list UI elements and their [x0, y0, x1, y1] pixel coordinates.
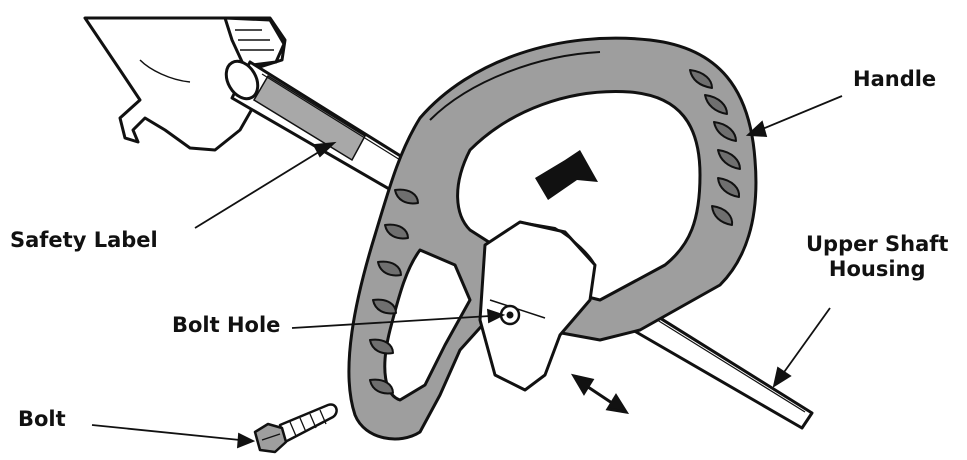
- label-upper-shaft-line1: Upper Shaft: [806, 232, 949, 256]
- leader-safety-label: [194, 149, 323, 229]
- label-upper-shaft-line2: Housing: [828, 256, 926, 281]
- safety-label-band: [252, 74, 366, 162]
- leader-handle: [759, 95, 843, 131]
- label-upper-shaft-housing: Upper Shaft Housing: [806, 232, 948, 282]
- grip-ridges-right: [689, 69, 741, 226]
- slide-arrow-icon: [570, 373, 630, 415]
- label-handle: Handle: [853, 67, 937, 91]
- grip-ridges-left: [369, 188, 419, 395]
- leader-upper-shaft: [781, 307, 831, 376]
- engine-housing: [83, 16, 287, 152]
- label-bolt: Bolt: [18, 407, 66, 431]
- leader-bolt: [91, 424, 241, 441]
- leader-bolt-hole: [291, 315, 491, 329]
- leader-lines: [91, 95, 843, 449]
- direction-arrow-icon: [535, 150, 598, 200]
- bolt-icon: [253, 403, 338, 454]
- label-bolt-hole: Bolt Hole: [172, 313, 281, 337]
- handle-clamp: [478, 220, 597, 392]
- label-safety-label: Safety Label: [10, 228, 158, 252]
